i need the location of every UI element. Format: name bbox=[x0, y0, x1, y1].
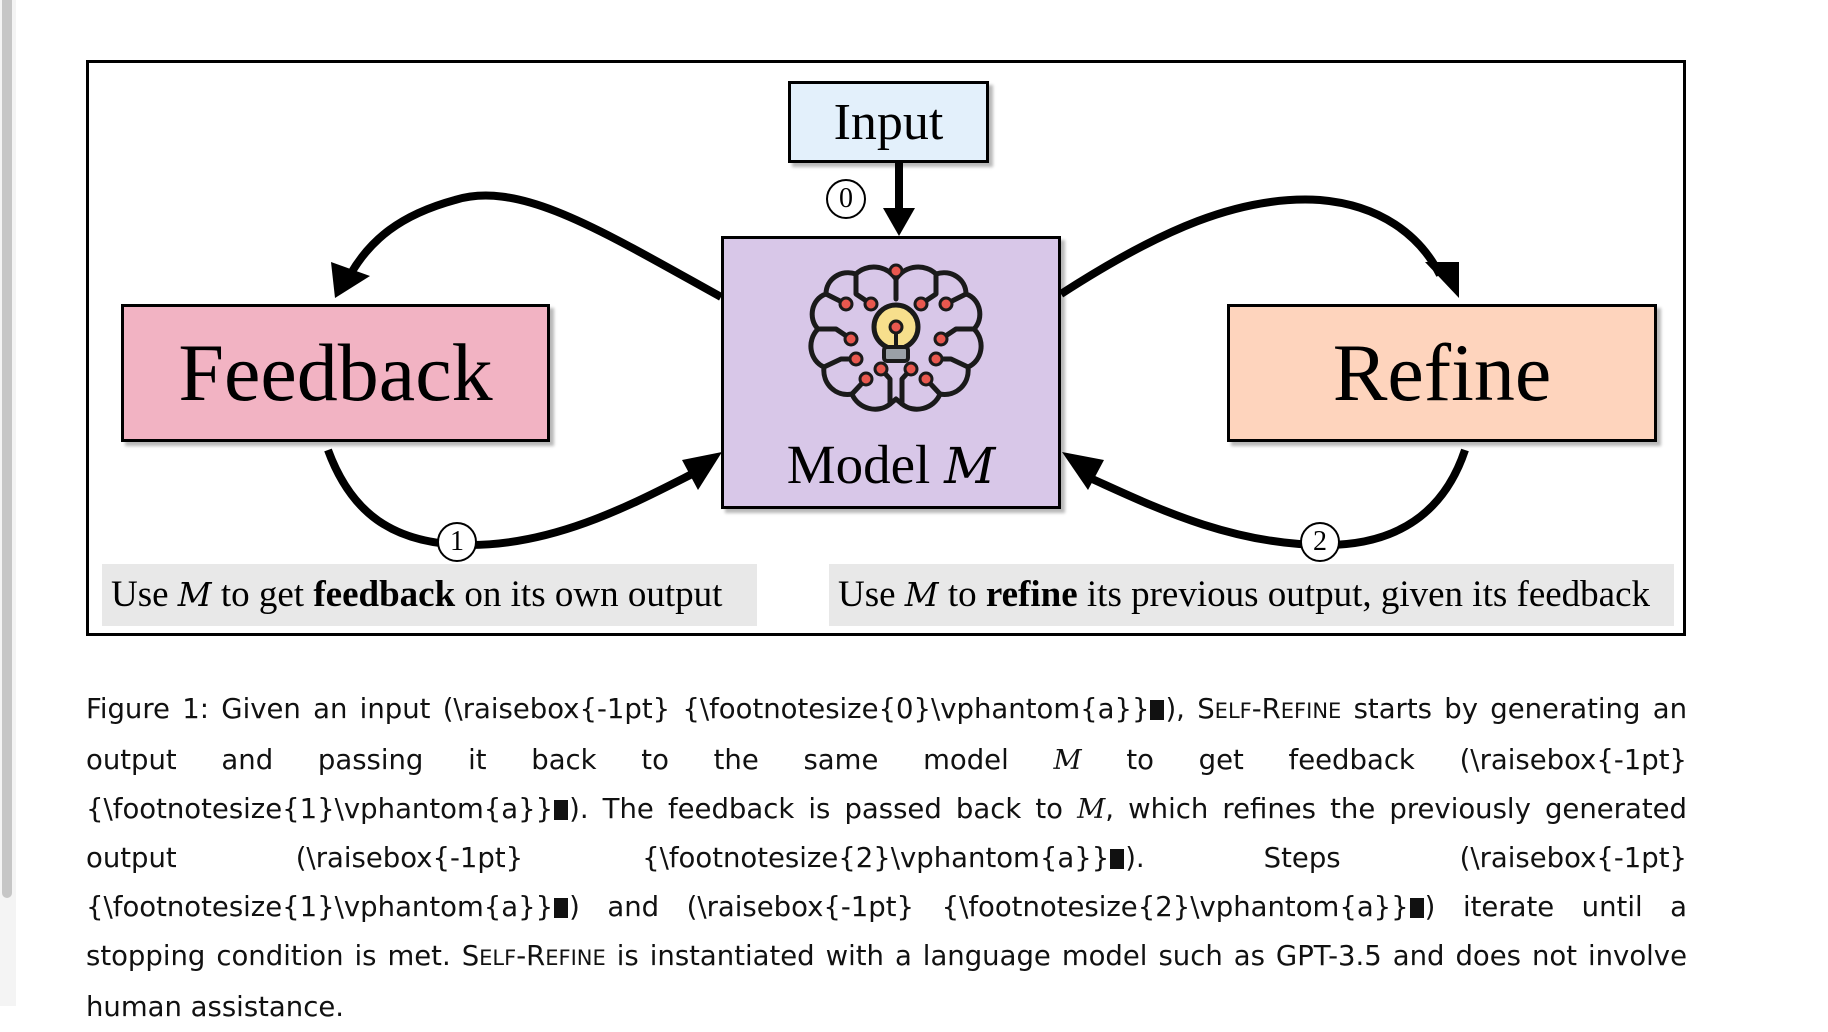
model-symbol: M bbox=[1077, 793, 1106, 825]
feedback-label: Feedback bbox=[178, 327, 493, 418]
self-refine-name: SELF-REFINE bbox=[462, 940, 606, 972]
refine-to-model-arrow bbox=[1088, 448, 1469, 550]
caption-text: EFINE bbox=[1280, 699, 1342, 723]
caption-text: Figure 1: Given an input (\raisebox{-1pt… bbox=[86, 693, 1150, 725]
refine-box: Refine bbox=[1227, 304, 1657, 442]
model-symbol: M bbox=[1053, 744, 1082, 776]
caption-text: , which refines the previously generated… bbox=[86, 793, 1687, 874]
refine-description: Use M to refine its previous output, giv… bbox=[829, 564, 1674, 626]
step-0-label: 0 bbox=[839, 183, 853, 214]
caption-text: ELF bbox=[479, 946, 517, 970]
step-1-label: 1 bbox=[450, 526, 464, 557]
caption-text: S bbox=[461, 940, 480, 972]
missing-glyph-icon bbox=[1110, 849, 1125, 869]
caption-text: ). Steps (\raisebox{-1pt} {\footnotesize… bbox=[86, 842, 1687, 923]
model-label: Model M bbox=[724, 433, 1058, 496]
step-2-marker: 2 bbox=[1300, 522, 1340, 562]
caption-text: EFINE bbox=[545, 946, 606, 970]
model-symbol: M bbox=[904, 575, 939, 614]
missing-glyph-icon bbox=[554, 898, 569, 918]
feedback-box: Feedback bbox=[121, 304, 550, 442]
step-1-marker: 1 bbox=[437, 522, 477, 562]
caption-text: S bbox=[1197, 693, 1215, 725]
missing-glyph-icon bbox=[554, 800, 569, 820]
caption-text: to get feedback (\raisebox{-1pt} {\footn… bbox=[86, 744, 1687, 825]
caption-text: R bbox=[526, 940, 546, 972]
missing-glyph-icon bbox=[1150, 700, 1165, 720]
desc-text: on its own output bbox=[455, 574, 723, 615]
desc-text: its previous output, given its feedback bbox=[1077, 574, 1651, 615]
desc-text: to get bbox=[211, 574, 314, 615]
refine-label: Refine bbox=[1332, 327, 1552, 418]
caption-text: ) iterate until a stopping condition is … bbox=[86, 891, 1687, 972]
model-to-refine-arrowhead bbox=[1425, 262, 1459, 298]
caption-text: - bbox=[1251, 693, 1262, 725]
caption-text: starts by generating an output and passi… bbox=[86, 693, 1687, 776]
self-refine-name: SELF-REFINE bbox=[1197, 693, 1341, 725]
desc-bold: feedback bbox=[313, 574, 456, 615]
flow-arrows bbox=[324, 163, 1469, 550]
missing-glyph-icon bbox=[1409, 898, 1424, 918]
input-to-model-arrowhead bbox=[883, 208, 915, 236]
step-0-marker: 0 bbox=[826, 179, 866, 219]
caption-text: ). The feedback is passed back to bbox=[569, 793, 1078, 825]
input-box: Input bbox=[788, 81, 989, 163]
caption-text: R bbox=[1261, 693, 1281, 725]
scrollbar-thumb[interactable] bbox=[2, 0, 12, 898]
scrollbar-track[interactable] bbox=[0, 0, 16, 1006]
model-box: Model M bbox=[721, 236, 1061, 509]
brain-circuit-lightbulb-icon bbox=[808, 263, 984, 412]
desc-bold: refine bbox=[985, 574, 1078, 615]
model-symbol: M bbox=[944, 437, 996, 495]
feedback-description: Use M to get feedback on its own output bbox=[102, 564, 757, 626]
figure-caption: Figure 1: Given an input (\raisebox{-1pt… bbox=[86, 685, 1687, 1032]
input-label: Input bbox=[833, 93, 944, 151]
model-to-feedback-arrowhead bbox=[331, 262, 370, 298]
model-to-refine-arrow bbox=[1058, 195, 1444, 298]
desc-text: Use bbox=[838, 574, 905, 615]
feedback-to-model-arrow bbox=[324, 448, 702, 550]
model-symbol: M bbox=[177, 575, 212, 614]
model-to-feedback-arrow bbox=[346, 191, 723, 301]
model-label-text: Model bbox=[786, 434, 931, 495]
step-2-label: 2 bbox=[1313, 526, 1327, 557]
caption-text: ), bbox=[1165, 693, 1198, 725]
caption-text: ) and (\raisebox{-1pt} {\footnotesize{2}… bbox=[569, 891, 1409, 923]
caption-text: - bbox=[516, 940, 527, 972]
feedback-to-model-arrowhead bbox=[682, 452, 722, 490]
desc-text: Use bbox=[111, 574, 178, 615]
desc-text: to bbox=[938, 574, 986, 615]
caption-text: ELF bbox=[1214, 699, 1252, 723]
refine-to-model-arrowhead bbox=[1062, 452, 1104, 490]
